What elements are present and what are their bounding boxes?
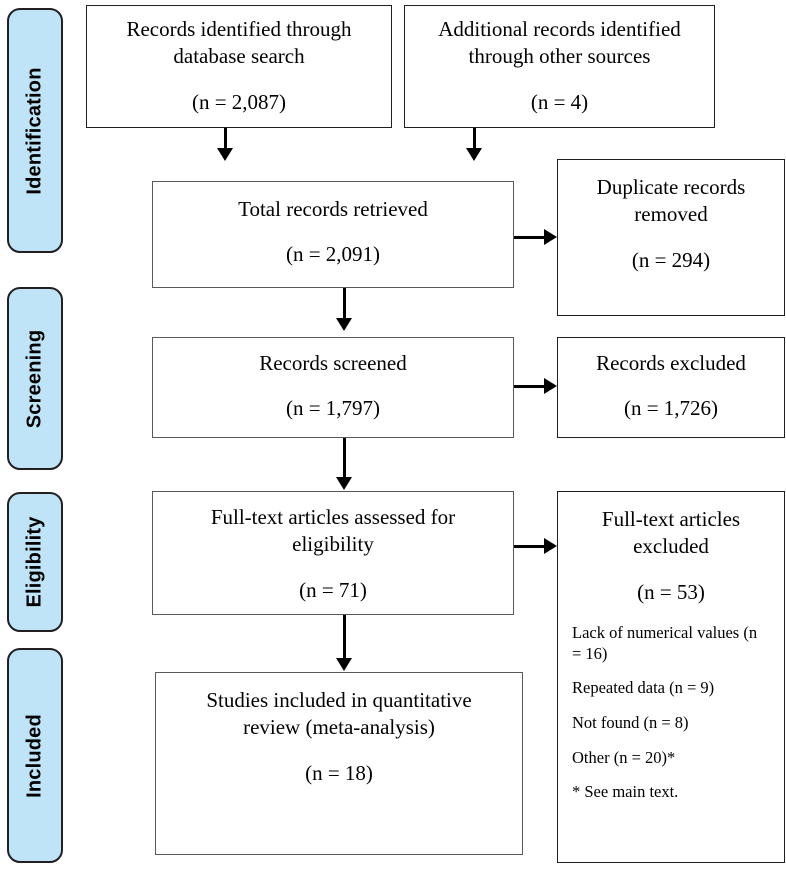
box-line: removed: [634, 202, 708, 227]
stage-pill-included: Included: [7, 648, 63, 863]
box-line: database search: [173, 44, 305, 69]
box-records-identified-database: Records identified through database sear…: [86, 5, 392, 128]
arrowhead-fulltext-to-included: [336, 658, 352, 671]
connector-fulltext-to-included: [343, 615, 346, 660]
exclusion-reason: Other (n = 20)*: [572, 747, 676, 767]
box-count: (n = 1,797): [285, 396, 381, 421]
box-line: Records excluded: [596, 351, 746, 375]
exclusion-reason: Lack of numerical values (n = 16): [572, 623, 758, 663]
box-fulltext-excluded: Full-text articles excluded (n = 53) Lac…: [557, 491, 785, 863]
box-line: Records identified through: [126, 17, 352, 41]
connector-database-to-total: [224, 128, 227, 150]
box-line: Total records retrieved: [238, 197, 428, 221]
box-count: (n = 18): [305, 760, 373, 785]
box-line: Duplicate records: [596, 175, 746, 199]
arrowhead-fulltext-to-excluded: [544, 538, 557, 554]
exclusion-reason-footnote: * See main text.: [572, 782, 679, 802]
box-records-excluded: Records excluded (n = 1,726): [557, 337, 785, 438]
connector-screened-to-fulltext: [343, 438, 346, 480]
arrowhead-other-sources-to-total: [466, 148, 482, 161]
box-line: Full-text articles assessed for: [210, 505, 456, 529]
arrowhead-screened-to-excluded: [544, 378, 557, 394]
box-line: Records screened: [259, 351, 407, 375]
box-count: (n = 4): [530, 89, 589, 114]
box-count: (n = 2,091): [285, 242, 381, 267]
box-line: Full-text articles: [601, 507, 741, 531]
arrowhead-total-to-duplicates: [544, 229, 557, 245]
box-count: (n = 2,087): [191, 89, 287, 114]
box-count: (n = 53): [637, 579, 705, 604]
connector-fulltext-to-excluded: [514, 545, 546, 548]
box-line: review (meta-analysis): [243, 715, 435, 740]
box-line: Additional records identified: [438, 17, 681, 41]
box-count: (n = 294): [631, 247, 711, 272]
arrowhead-screened-to-fulltext: [336, 477, 352, 490]
box-count: (n = 1,726): [623, 396, 719, 421]
connector-screened-to-excluded: [514, 385, 546, 388]
connector-other-sources-to-total: [473, 128, 476, 150]
box-studies-included: Studies included in quantitative review …: [155, 672, 523, 855]
box-line: through other sources: [468, 44, 651, 69]
box-total-records-retrieved: Total records retrieved (n = 2,091): [152, 181, 514, 288]
stage-label-eligibility: Eligibility: [23, 516, 46, 608]
stage-label-included: Included: [23, 713, 46, 798]
box-line: eligibility: [292, 532, 374, 557]
stage-pill-eligibility: Eligibility: [7, 492, 63, 632]
arrowhead-database-to-total: [217, 148, 233, 161]
stage-label-identification: Identification: [23, 66, 46, 195]
box-duplicate-records-removed: Duplicate records removed (n = 294): [557, 159, 785, 316]
box-count: (n = 71): [299, 577, 367, 602]
box-additional-records-other-sources: Additional records identified through ot…: [404, 5, 715, 128]
exclusion-reasons-list: Lack of numerical values (n = 16) Repeat…: [558, 623, 784, 803]
stage-pill-screening: Screening: [7, 287, 63, 470]
box-fulltext-assessed: Full-text articles assessed for eligibil…: [152, 491, 514, 615]
exclusion-reason: Not found (n = 8): [572, 712, 689, 732]
arrowhead-total-to-screened: [336, 318, 352, 331]
exclusion-reason: Repeated data (n = 9): [572, 678, 715, 698]
stage-label-screening: Screening: [23, 329, 46, 428]
stage-pill-identification: Identification: [7, 8, 63, 253]
box-line: Studies included in quantitative: [206, 688, 472, 712]
box-line: excluded: [633, 534, 709, 559]
box-records-screened: Records screened (n = 1,797): [152, 337, 514, 438]
connector-total-to-duplicates: [514, 236, 546, 239]
connector-total-to-screened: [343, 288, 346, 320]
